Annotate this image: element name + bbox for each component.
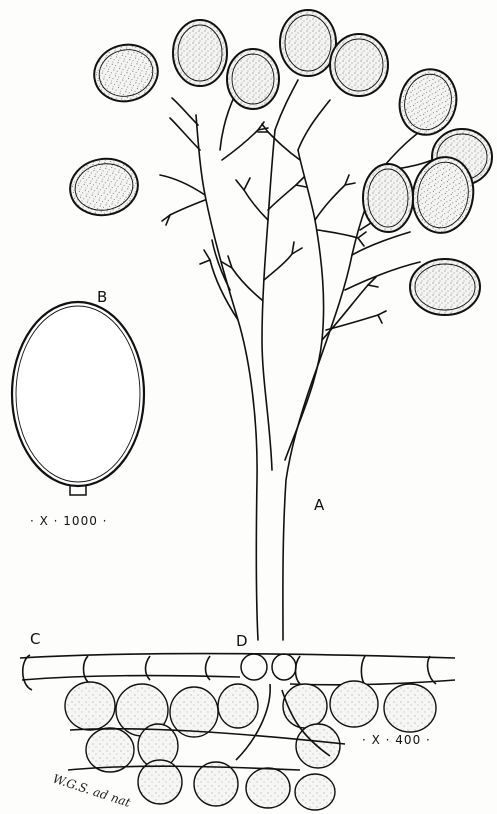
branch-right-4 bbox=[345, 262, 420, 290]
spore bbox=[88, 38, 164, 109]
forked-tips bbox=[162, 122, 386, 323]
label-d: D bbox=[236, 632, 248, 650]
spore bbox=[363, 164, 413, 232]
spore bbox=[330, 34, 388, 96]
branch-left-1 bbox=[160, 175, 205, 215]
label-b: B bbox=[97, 288, 107, 306]
spore bbox=[227, 49, 279, 109]
spore bbox=[410, 259, 480, 315]
spore bbox=[280, 10, 336, 76]
spore bbox=[173, 20, 227, 86]
branch-left-2 bbox=[170, 98, 200, 150]
scale-spore-magnification: · X · 1000 · bbox=[30, 514, 107, 528]
spore bbox=[66, 154, 143, 221]
main-stalk-right bbox=[283, 165, 385, 640]
spore-detail-b bbox=[12, 302, 144, 495]
scale-section-magnification: · X · 400 · bbox=[362, 733, 431, 747]
label-c: C bbox=[30, 630, 40, 648]
cell-c-left bbox=[23, 655, 32, 690]
label-a: A bbox=[314, 496, 325, 514]
branch-mid-2 bbox=[232, 254, 292, 300]
branch-mid-3 bbox=[315, 185, 358, 238]
inner-trunk bbox=[262, 130, 275, 470]
artist-signature: W.G.S. ad nat bbox=[51, 772, 132, 810]
spores bbox=[66, 10, 492, 315]
main-stalk-left bbox=[196, 115, 258, 640]
inner-trunk-2 bbox=[285, 150, 324, 460]
